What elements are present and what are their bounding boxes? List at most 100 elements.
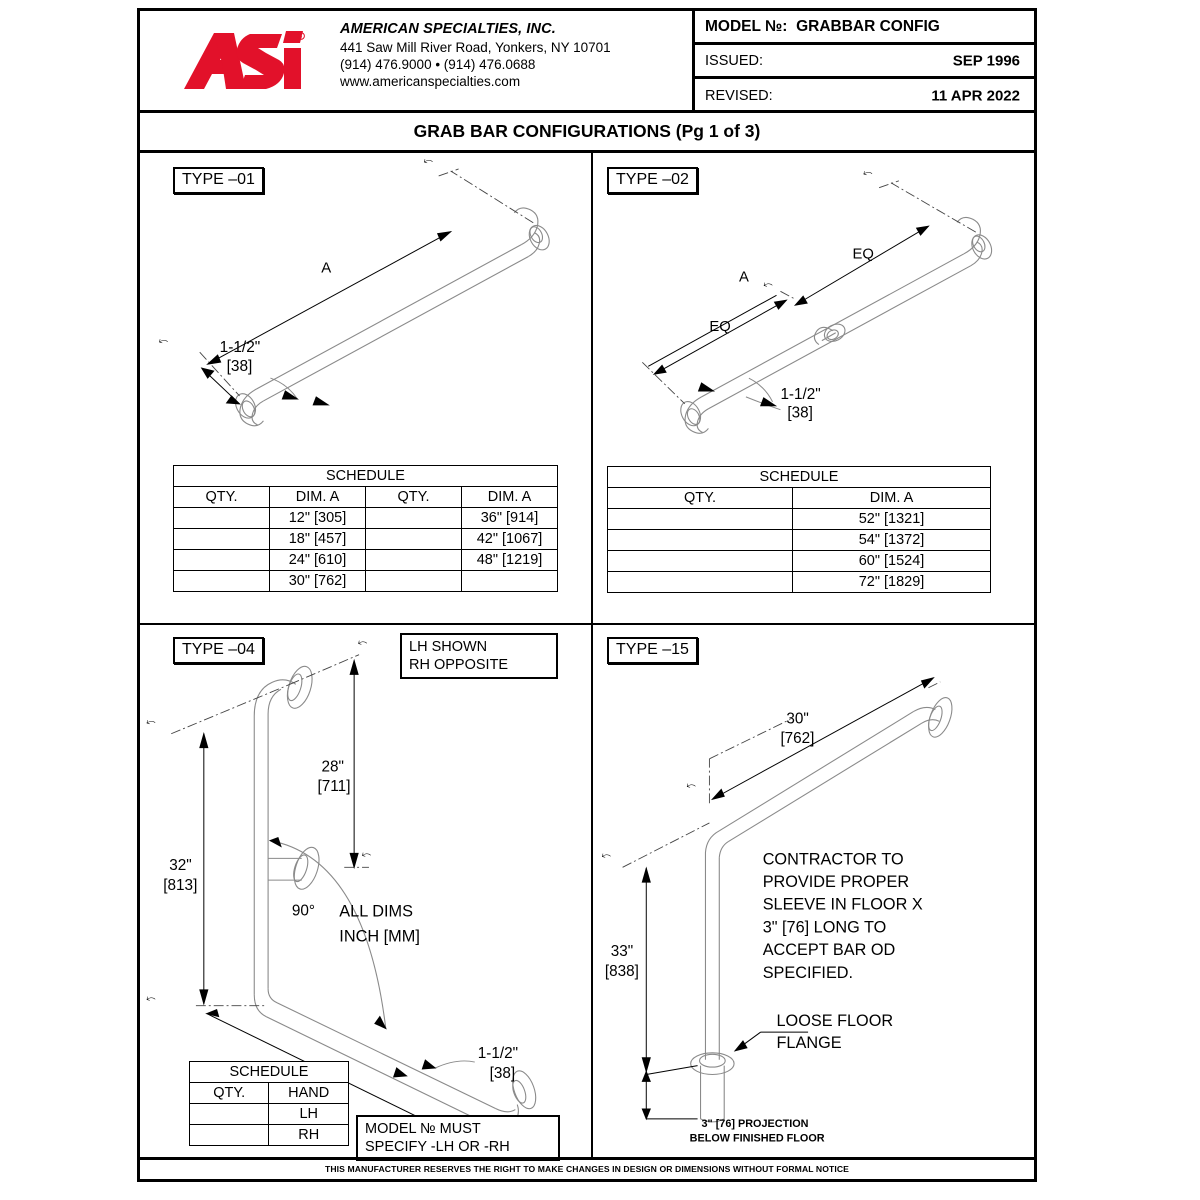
- col-qty-2: QTY.: [365, 486, 462, 508]
- schedule-header-row: QTY. HAND: [188, 1082, 349, 1104]
- qty-cell[interactable]: [365, 570, 462, 592]
- dim-cell: 52" [1321]: [792, 508, 991, 530]
- qty-cell[interactable]: [188, 1124, 270, 1146]
- col-hand: HAND: [268, 1082, 349, 1104]
- svg-text:⃔: ⃔: [764, 280, 773, 286]
- revised-label: REVISED:: [705, 88, 773, 104]
- qty-cell[interactable]: [607, 529, 793, 551]
- svg-text:32": 32": [169, 857, 191, 874]
- svg-text:EQ: EQ: [709, 319, 730, 335]
- panel-type-15: TYPE –15: [593, 625, 1034, 1157]
- schedule-title: SCHEDULE: [607, 466, 991, 488]
- qty-cell[interactable]: [188, 1103, 270, 1125]
- svg-text:⃔: ⃔: [159, 337, 168, 343]
- svg-text:A: A: [321, 260, 331, 277]
- dim-cell: 48" [1219]: [461, 549, 558, 571]
- drawing-grid: TYPE –01: [140, 153, 1034, 1161]
- hand-note-box: LH SHOWN RH OPPOSITE: [400, 633, 558, 679]
- qty-cell[interactable]: [365, 528, 462, 550]
- asi-logo: R: [180, 27, 305, 97]
- footer-disclaimer: THIS MANUFACTURER RESERVES THE RIGHT TO …: [324, 1164, 849, 1174]
- col-dim-a-2: DIM. A: [461, 486, 558, 508]
- company-address: 441 Saw Mill River Road, Yonkers, NY 107…: [340, 40, 611, 55]
- issued-value: SEP 1996: [952, 52, 1020, 69]
- company-name: AMERICAN SPECIALTIES, INC.: [340, 21, 556, 37]
- svg-text:CONTRACTOR TO: CONTRACTOR TO: [763, 850, 904, 868]
- model-note-line-2: SPECIFY -LH OR -RH: [365, 1139, 510, 1155]
- panel-type-04: TYPE –04 LH SHOWN RH OPPOSITE: [140, 625, 593, 1161]
- model-number-line: MODEL №: GRABBAR CONFIG: [705, 18, 940, 36]
- dim-cell: 54" [1372]: [792, 529, 991, 551]
- table-row: 72" [1829]: [607, 571, 991, 593]
- title-block-header: R AMERICAN SPECIALTIES, INC. 441 Saw Mil…: [140, 11, 1034, 113]
- svg-text:A: A: [739, 269, 749, 285]
- svg-text:[38]: [38]: [227, 358, 253, 375]
- dim-cell: [461, 570, 558, 592]
- qty-cell[interactable]: [607, 571, 793, 593]
- sheet-title: GRAB BAR CONFIGURATIONS (Pg 1 of 3): [413, 121, 761, 141]
- svg-text:EQ: EQ: [852, 247, 873, 263]
- schedule-title: SCHEDULE: [173, 465, 558, 487]
- qty-cell[interactable]: [607, 508, 793, 530]
- dim-cell: 30" [762]: [269, 570, 366, 592]
- table-row: RH: [188, 1124, 349, 1146]
- hand-cell: LH: [268, 1103, 349, 1125]
- qty-cell[interactable]: [173, 549, 270, 571]
- qty-cell[interactable]: [173, 507, 270, 529]
- footer-bar: THIS MANUFACTURER RESERVES THE RIGHT TO …: [140, 1157, 1034, 1179]
- type-01-schedule: SCHEDULE QTY. DIM. A QTY. DIM. A 12" [30…: [173, 465, 558, 592]
- dim-cell: 36" [914]: [461, 507, 558, 529]
- issued-label: ISSUED:: [705, 52, 764, 69]
- type-15-drawing: 30" [762] 33" [838]: [602, 677, 953, 1145]
- schedule-title: SCHEDULE: [189, 1061, 349, 1083]
- svg-text:SLEEVE IN FLOOR X: SLEEVE IN FLOOR X: [763, 896, 923, 914]
- svg-text:ACCEPT BAR OD: ACCEPT BAR OD: [763, 941, 896, 959]
- svg-text:⃔: ⃔: [146, 718, 155, 724]
- svg-text:⃔: ⃔: [863, 169, 872, 175]
- table-row: 12" [305] 36" [914]: [173, 507, 558, 529]
- svg-text:⃔: ⃔: [424, 157, 433, 163]
- col-qty: QTY.: [188, 1082, 270, 1104]
- qty-cell[interactable]: [365, 507, 462, 529]
- revised-value: 11 APR 2022: [931, 87, 1020, 105]
- svg-text:⃔: ⃔: [362, 850, 371, 856]
- svg-text:R: R: [300, 34, 303, 39]
- svg-text:3" [76] PROJECTION: 3" [76] PROJECTION: [702, 1118, 809, 1130]
- schedule-title-row: SCHEDULE: [607, 466, 991, 488]
- table-row: 52" [1321]: [607, 508, 991, 530]
- model-value: GRABBAR CONFIG: [796, 17, 940, 35]
- svg-text:33": 33": [611, 943, 633, 960]
- svg-text:[813]: [813]: [163, 877, 197, 894]
- col-dim-a: DIM. A: [792, 487, 991, 509]
- type-04-label: TYPE –04: [173, 637, 264, 664]
- svg-text:⃔: ⃔: [146, 995, 155, 1001]
- qty-cell[interactable]: [607, 550, 793, 572]
- svg-text:SPECIFIED.: SPECIFIED.: [763, 964, 853, 982]
- svg-text:⃔: ⃔: [358, 639, 367, 645]
- hand-note-line-1: LH SHOWN: [409, 639, 488, 655]
- table-row: 18" [457] 42" [1067]: [173, 528, 558, 550]
- svg-text:[838]: [838]: [605, 963, 639, 980]
- panel-type-02: TYPE –02: [593, 153, 1034, 625]
- col-qty: QTY.: [607, 487, 793, 509]
- revised-row: REVISED: 11 APR 2022: [695, 79, 1034, 113]
- qty-cell[interactable]: [365, 549, 462, 571]
- svg-text:[38]: [38]: [787, 405, 813, 422]
- model-note-line-1: MODEL № MUST: [365, 1121, 481, 1137]
- company-phone: (914) 476.9000 • (914) 476.0688: [340, 57, 536, 72]
- dim-cell: 18" [457]: [269, 528, 366, 550]
- svg-text:INCH [MM]: INCH [MM]: [339, 927, 420, 945]
- qty-cell[interactable]: [173, 528, 270, 550]
- qty-cell[interactable]: [173, 570, 270, 592]
- hand-note-line-2: RH OPPOSITE: [409, 657, 509, 673]
- dim-cell: 12" [305]: [269, 507, 366, 529]
- svg-text:1-1/2": 1-1/2": [478, 1045, 518, 1062]
- svg-text:28": 28": [321, 758, 343, 775]
- company-block: R AMERICAN SPECIALTIES, INC. 441 Saw Mil…: [140, 11, 695, 110]
- type-02-label: TYPE –02: [607, 167, 698, 194]
- drawing-sheet: R AMERICAN SPECIALTIES, INC. 441 Saw Mil…: [137, 8, 1037, 1182]
- svg-text:1-1/2": 1-1/2": [220, 339, 261, 356]
- svg-text:[762]: [762]: [780, 730, 814, 747]
- schedule-title-row: SCHEDULE: [173, 465, 558, 487]
- model-info-block: MODEL №: GRABBAR CONFIG ISSUED: SEP 1996…: [695, 11, 1034, 110]
